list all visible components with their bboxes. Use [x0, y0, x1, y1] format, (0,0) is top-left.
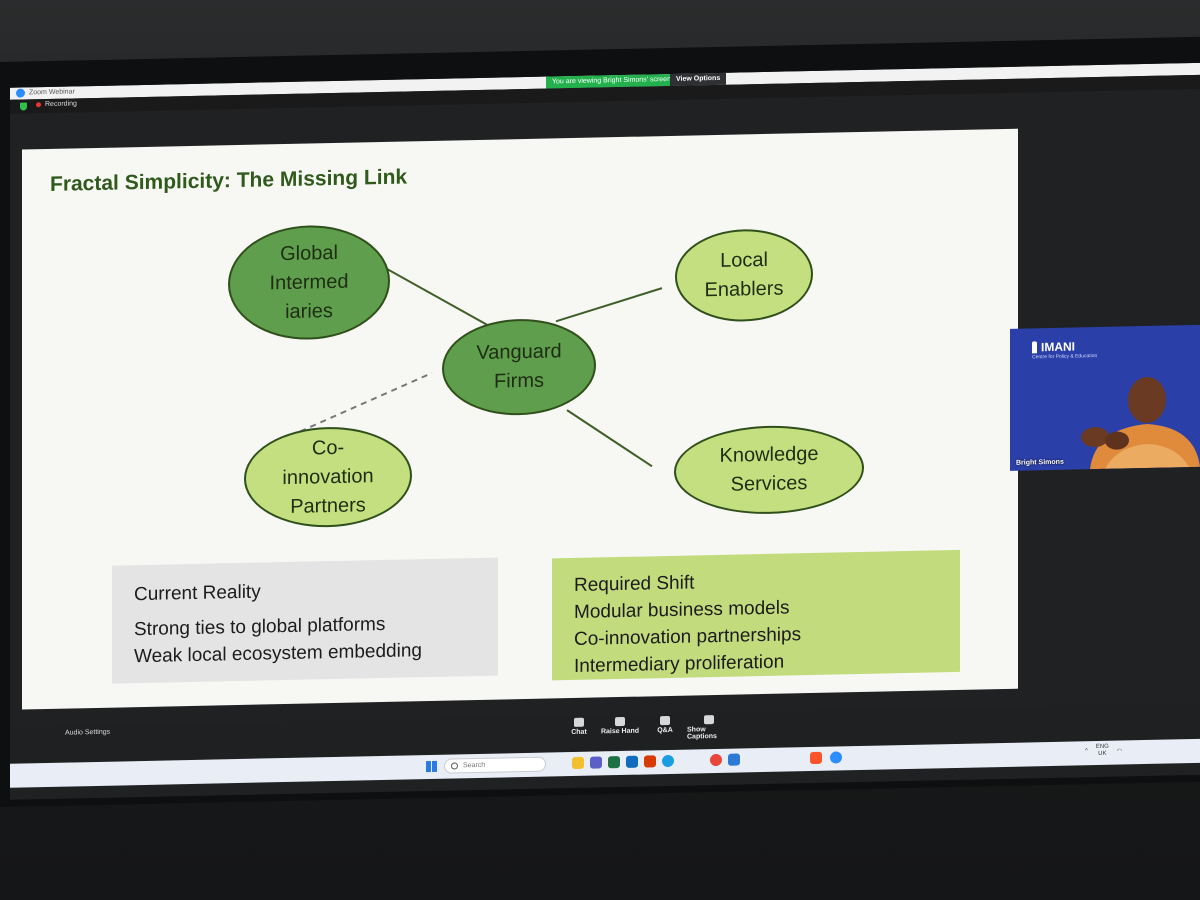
brave-icon[interactable] — [810, 751, 822, 765]
node-co-line2: innovation — [282, 464, 374, 489]
speaker-video-tile[interactable]: IMANI Centre for Policy & Education Brig… — [1010, 324, 1200, 471]
wifi-icon[interactable]: ◠ — [1116, 747, 1123, 755]
node-co-line1: Co- — [311, 436, 345, 459]
recording-label: Recording — [45, 100, 77, 109]
show-captions-button[interactable]: Show Captions — [687, 715, 731, 741]
raise-hand-button[interactable]: Raise Hand — [598, 716, 642, 736]
record-dot-icon — [36, 102, 41, 108]
shared-slide: Fractal Simplicity: The Missing Link Glo… — [22, 128, 1018, 710]
tray-chevron-icon[interactable]: ^ — [1085, 748, 1088, 755]
office-icon[interactable] — [644, 755, 656, 768]
windows-start-icon[interactable] — [426, 760, 437, 773]
node-local-line1: Local — [720, 248, 768, 272]
chrome-icon[interactable] — [710, 753, 722, 767]
outlook-icon[interactable] — [626, 755, 638, 768]
zoom-taskbar-icon[interactable] — [830, 751, 842, 764]
audio-settings-button[interactable]: Audio Settings — [65, 728, 111, 737]
required-shift-box: Required Shift Modular business models C… — [552, 549, 960, 681]
imani-logo: IMANI — [1032, 339, 1075, 354]
edge-icon[interactable] — [662, 754, 674, 768]
chat-icon — [574, 717, 584, 727]
search-placeholder: Search — [463, 761, 486, 770]
chat-button[interactable]: Chat — [557, 717, 601, 736]
captions-icon — [704, 715, 714, 725]
edge-global-vanguard — [379, 264, 488, 326]
current-reality-item: Weak local ecosystem embedding — [134, 640, 422, 668]
node-global-line2: Intermed — [269, 270, 349, 294]
torch-icon — [1032, 341, 1037, 354]
raise-hand-label: Raise Hand — [600, 727, 640, 736]
lang-bottom: UK — [1098, 750, 1107, 757]
qa-button[interactable]: Q&A — [643, 715, 687, 735]
monitor: Zoom Webinar You are viewing Bright Simo… — [0, 36, 1200, 807]
screen: Zoom Webinar You are viewing Bright Simo… — [10, 62, 1200, 800]
node-knowledge-line1: Knowledge — [719, 442, 819, 467]
file-explorer-icon[interactable] — [572, 756, 584, 770]
node-vanguard-line1: Vanguard — [476, 340, 562, 365]
app-title: Zoom Webinar — [16, 87, 75, 98]
node-global-line3: iaries — [285, 299, 333, 323]
qa-label: Q&A — [657, 726, 673, 735]
taskbar-search[interactable]: Search — [444, 756, 546, 774]
brand-subtitle: Centre for Policy & Education — [1032, 353, 1098, 361]
node-co-line3: Partners — [290, 493, 366, 518]
diagram-connectors — [289, 264, 663, 468]
node-vanguard-line2: Firms — [494, 369, 544, 393]
hand-icon — [615, 716, 625, 727]
node-local-line2: Enablers — [704, 277, 784, 302]
language-indicator[interactable]: ENG UK — [1096, 744, 1109, 758]
edge-vanguard-coinnovation — [289, 372, 433, 437]
node-global-line1: Global — [280, 241, 338, 265]
qa-icon — [660, 715, 670, 726]
current-reality-box: Current Reality Strong ties to global pl… — [112, 557, 498, 684]
speaker-silhouette — [1081, 376, 1200, 470]
chat-label: Chat — [571, 728, 587, 737]
zoom-logo-icon — [16, 88, 25, 98]
speaker-name: Bright Simons — [1016, 458, 1064, 467]
teams-icon[interactable] — [590, 756, 602, 769]
node-knowledge-line2: Services — [730, 472, 808, 496]
app-title-text: Zoom Webinar — [29, 88, 75, 97]
captions-label: Show Captions — [687, 726, 717, 741]
current-reality-title: Current Reality — [134, 581, 261, 606]
system-tray: ^ ENG UK ◠ — [1085, 743, 1122, 758]
recording-indicator[interactable]: Recording — [36, 100, 77, 108]
calendar-icon[interactable] — [728, 753, 740, 766]
excel-icon[interactable] — [608, 756, 620, 769]
brand-name: IMANI — [1041, 339, 1075, 355]
search-icon — [451, 762, 458, 770]
security-shield-icon[interactable] — [20, 102, 27, 111]
edge-vanguard-knowledge — [566, 409, 653, 468]
edge-local-vanguard — [555, 287, 663, 323]
